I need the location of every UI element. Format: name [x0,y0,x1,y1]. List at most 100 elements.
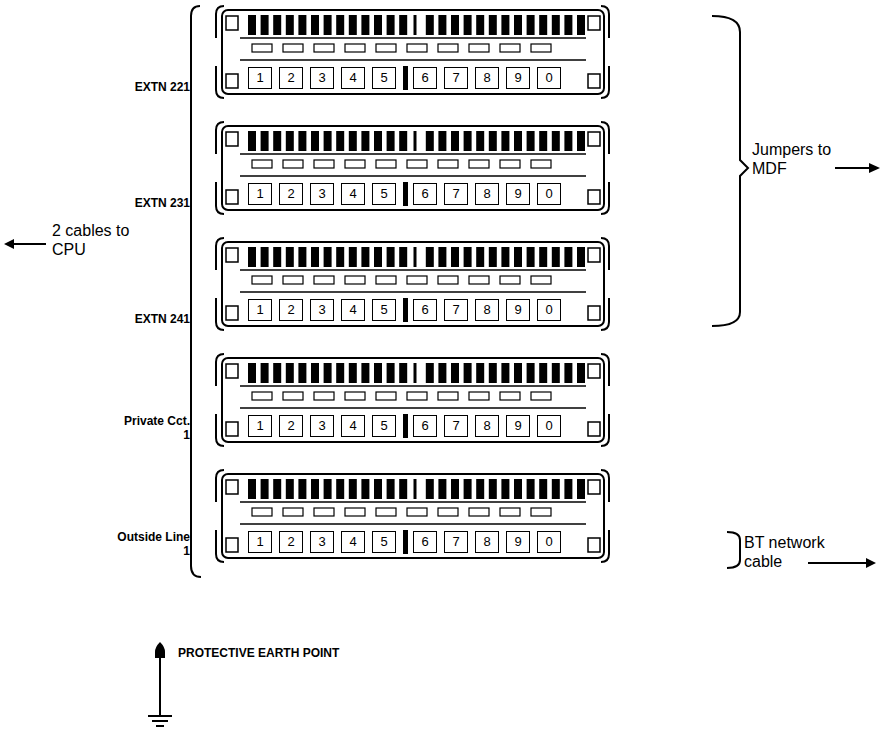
terminal-number: 1 [248,183,272,205]
earth-wire [159,658,161,716]
contact-tag [476,247,484,267]
contact-tag [374,247,382,267]
contact-tag [387,247,395,267]
terminal-number: 3 [310,415,334,437]
contact-tag [248,479,256,499]
terminal-strip: Private Cct. 11234567890 [100,350,615,450]
contact-tag [399,15,407,35]
strip-end [588,538,600,552]
mdf-arrow [835,167,872,169]
strip-rail [240,153,586,155]
slot [407,160,427,168]
terminal-number: 1 [248,415,272,437]
contact-tag [451,131,459,151]
contact-tag [527,479,535,499]
contact-tag [426,363,434,383]
slot [345,392,365,400]
contact-tag [451,479,459,499]
slot [407,44,427,52]
contact-tag [501,247,509,267]
cable-label: 2 cables to CPU [52,221,144,259]
contact-tag [552,363,560,383]
contact-tag [527,363,535,383]
terminal-number: 6 [413,415,437,437]
contact-divider [414,131,417,151]
slot [345,44,365,52]
contact-tag [438,363,446,383]
terminal-number: 9 [506,299,530,321]
terminal-number: 7 [444,531,468,553]
terminal-number: 3 [310,531,334,553]
pair-divider [403,414,408,438]
contact-tag [489,15,497,35]
terminal-number: 8 [475,183,499,205]
contact-tag [311,247,319,267]
terminal-number: 0 [537,67,561,89]
terminal-number: 0 [537,531,561,553]
strip-rail [240,37,586,39]
contact-tag [514,247,522,267]
slot [376,160,396,168]
contact-tag [464,15,472,35]
contact-tag [273,15,281,35]
contact-tag [464,363,472,383]
contact-tag [539,363,547,383]
contact-tag [374,363,382,383]
contact-tag [451,15,459,35]
cable-bracket [191,6,201,577]
strip-rail [240,523,586,525]
terminal-number: 1 [248,299,272,321]
contact-tag [564,131,572,151]
contact-tag [336,15,344,35]
contact-tag [438,15,446,35]
terminal-number: 9 [506,67,530,89]
slot [376,276,396,284]
slot [345,276,365,284]
contact-tag [349,479,357,499]
slot [407,392,427,400]
slot [376,392,396,400]
slot [314,392,334,400]
contact-tag [514,363,522,383]
contact-tag [324,15,332,35]
terminal-number: 8 [475,299,499,321]
contact-divider [414,15,417,35]
slot [531,392,551,400]
slot [314,44,334,52]
terminal-number: 4 [341,415,365,437]
slot [469,392,489,400]
contact-tag [577,247,585,267]
slot [500,508,520,516]
strip-rail [240,269,586,271]
strip-end [226,248,238,262]
contact-tag [399,131,407,151]
contact-tag [361,363,369,383]
contact-tag [426,131,434,151]
contact-tag [426,15,434,35]
contact-tag [336,363,344,383]
slot [376,508,396,516]
slot [376,44,396,52]
slot [283,392,303,400]
strip-label: EXTN 241 [114,312,190,326]
terminal-number: 5 [372,531,396,553]
contact-tag [286,15,294,35]
earth-point [155,642,165,658]
contact-tag [577,131,585,151]
contact-divider [414,363,417,383]
contact-tag [261,131,269,151]
contact-tag [311,131,319,151]
slot [500,392,520,400]
contact-tag [261,363,269,383]
arrow-head [4,239,14,249]
arrow-head [869,163,880,173]
slot [345,160,365,168]
contact-tag [298,363,306,383]
slot [500,276,520,284]
contact-tag [514,479,522,499]
contact-tag [349,131,357,151]
slot [531,44,551,52]
contact-tag [514,15,522,35]
terminal-number: 8 [475,67,499,89]
contact-tag [464,247,472,267]
